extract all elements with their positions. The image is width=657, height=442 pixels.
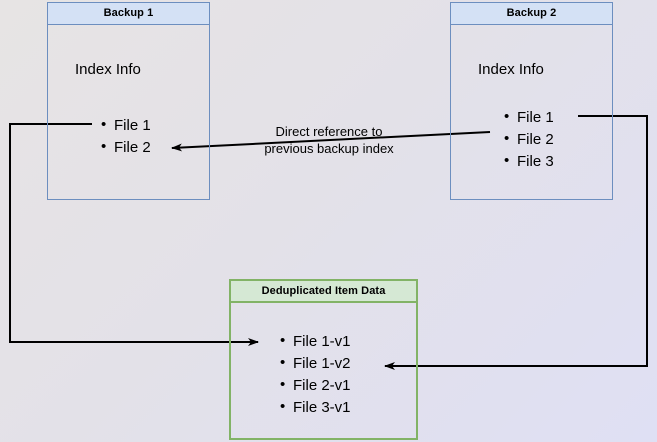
list-item[interactable]: File 1-v2: [280, 352, 350, 375]
node-backup-1-header: Backup 1: [48, 3, 209, 25]
node-backup-2-body: Index Info File 1 File 2 File 3: [451, 25, 612, 199]
deduplicated-file-list: File 1-v1 File 1-v2 File 2-v1 File 3-v1: [277, 330, 350, 419]
list-item[interactable]: File 2: [504, 128, 554, 151]
edge-label-direct-reference: Direct reference to previous backup inde…: [264, 124, 394, 156]
node-deduplicated-header: Deduplicated Item Data: [231, 281, 416, 303]
node-backup-2-header: Backup 2: [451, 3, 612, 25]
list-item[interactable]: File 1: [504, 106, 554, 129]
node-backup-1-body: Index Info File 1 File 2: [48, 25, 209, 199]
backup-2-index-info-label: Index Info: [478, 61, 544, 78]
backup-1-index-info-label: Index Info: [75, 61, 141, 78]
list-item[interactable]: File 1-v1: [280, 330, 350, 353]
list-item[interactable]: File 2: [101, 136, 151, 159]
list-item[interactable]: File 3-v1: [280, 396, 350, 419]
list-item[interactable]: File 1: [101, 114, 151, 137]
backup-2-file-list: File 1 File 2 File 3: [501, 106, 554, 173]
node-deduplicated-body: File 1-v1 File 1-v2 File 2-v1 File 3-v1: [231, 303, 416, 438]
list-item[interactable]: File 2-v1: [280, 374, 350, 397]
node-deduplicated-item-data[interactable]: Deduplicated Item Data File 1-v1 File 1-…: [229, 279, 418, 440]
backup-1-file-list: File 1 File 2: [98, 114, 151, 159]
node-backup-1[interactable]: Backup 1 Index Info File 1 File 2: [47, 2, 210, 200]
list-item[interactable]: File 3: [504, 150, 554, 173]
node-backup-2[interactable]: Backup 2 Index Info File 1 File 2 File 3: [450, 2, 613, 200]
